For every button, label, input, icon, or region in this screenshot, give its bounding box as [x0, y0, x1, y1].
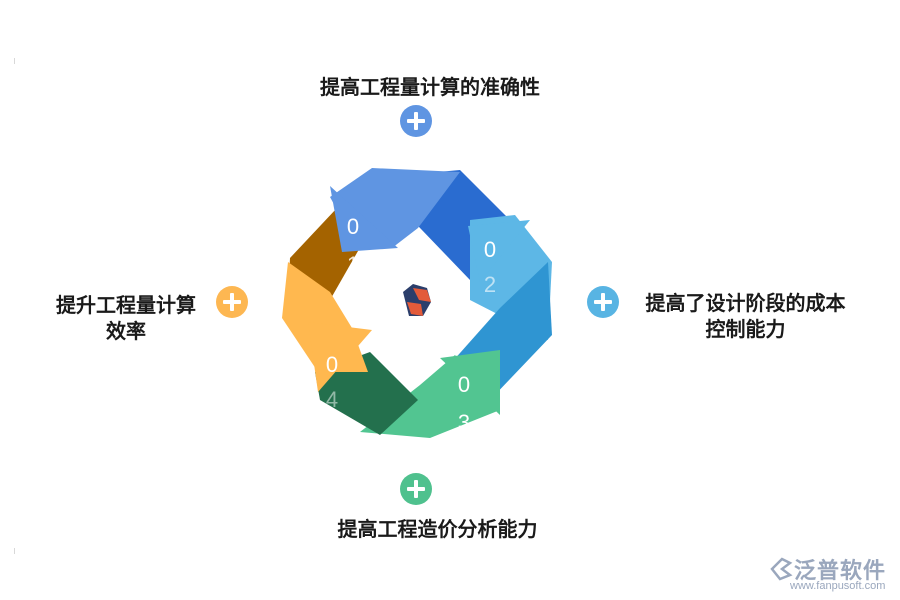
arrowhead-sky	[468, 220, 530, 282]
item-label-top: 提高工程量计算的准确性	[320, 75, 540, 99]
watermark-brand-name: 泛普软件	[794, 559, 887, 584]
fanpu-hexagon-logo-icon	[403, 284, 431, 316]
watermark-url: www.fanpusoft.com	[790, 580, 886, 592]
edge-tick-bottom	[14, 548, 15, 554]
plus-icon-left	[216, 286, 248, 318]
edge-tick-top	[14, 58, 15, 64]
fanpu-logo-icon	[770, 557, 793, 581]
step-number-04-d1: 0	[325, 352, 339, 377]
step-number-02-d2: 2	[483, 272, 497, 297]
watermark-brand: 泛普软件	[768, 553, 886, 585]
plus-icon-bottom	[400, 473, 432, 505]
arrowhead-orange	[308, 322, 372, 392]
item-label-right: 提高了设计阶段的成本 控制能力	[645, 291, 846, 341]
step-number-01-d1: 0	[346, 214, 360, 239]
arrowhead-green	[440, 350, 500, 415]
step-number-01-d2: 1	[346, 252, 360, 277]
step-number-04-d2: 4	[325, 387, 339, 412]
arrowhead-blue	[330, 186, 398, 252]
item-label-bottom: 提高工程造价分析能力	[337, 517, 538, 541]
step-number-03-d2: 3	[457, 410, 471, 435]
segment-green-dark	[315, 352, 418, 435]
step-number-03-d1: 0	[457, 372, 471, 397]
plus-icon-right	[587, 286, 619, 318]
item-label-left: 提升工程量计算 效率	[56, 293, 196, 343]
step-number-02-d1: 0	[483, 237, 497, 262]
plus-icon-top	[400, 105, 432, 137]
